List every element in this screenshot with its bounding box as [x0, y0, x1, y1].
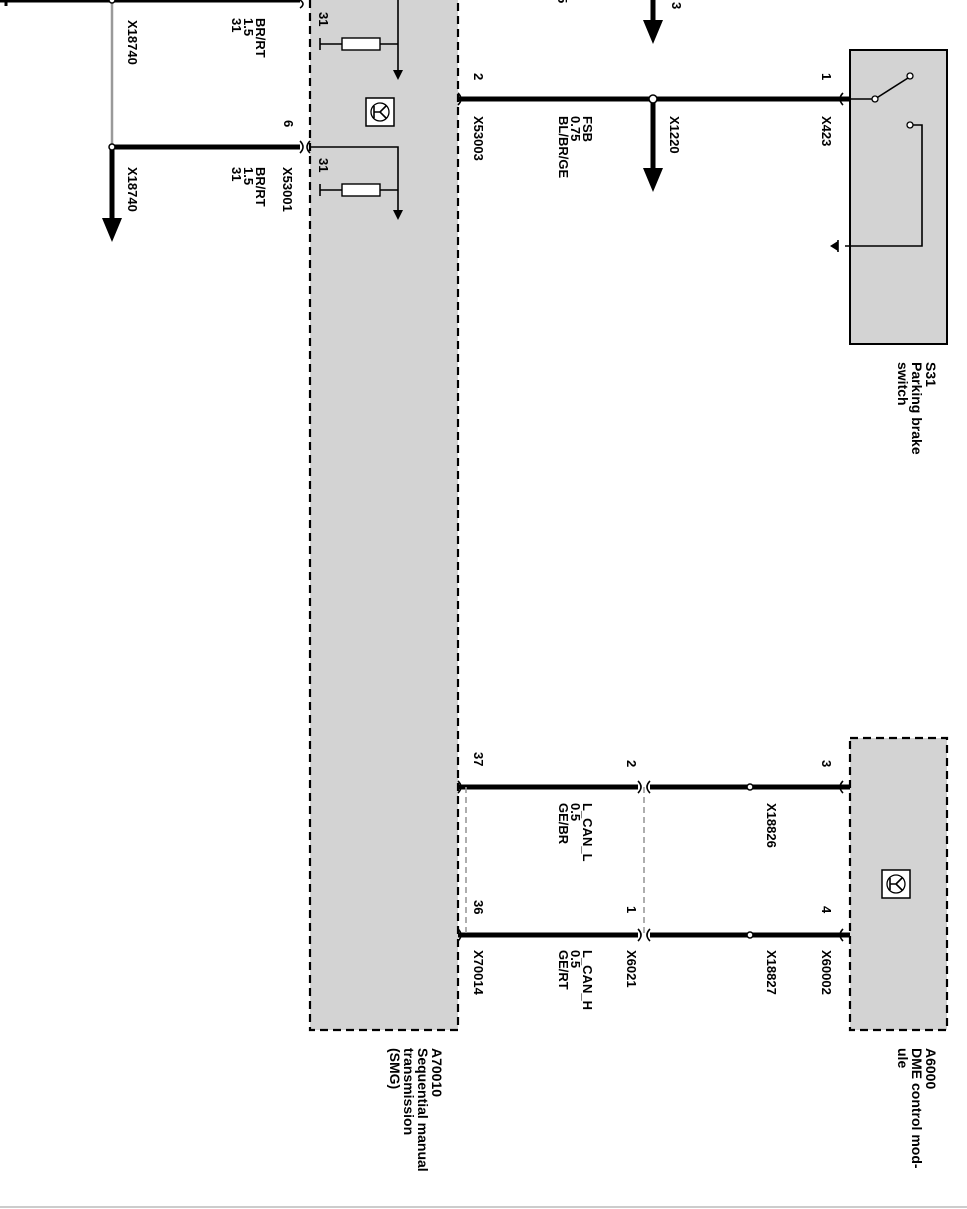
can-h-wire[interactable] [458, 931, 850, 939]
switch-contact-icon [830, 72, 923, 252]
svg-text:Parking brake: Parking brake [909, 362, 925, 455]
smg-pin-31-top: 31 [316, 12, 331, 26]
connector-x423: X423 [819, 116, 834, 146]
dme-module[interactable] [848, 736, 949, 1032]
connector-x60002: X60002 [819, 950, 834, 995]
pin-2-x53003: 2 [471, 73, 486, 80]
pin-36: 36 [471, 900, 486, 914]
svg-text:(SMG): (SMG) [387, 1048, 403, 1089]
top-edge-arrow [643, 0, 663, 44]
pin-1-x6021: 1 [624, 906, 639, 913]
dme-transistor-icon [881, 869, 911, 899]
svg-text:0.5: 0.5 [568, 950, 583, 968]
pin-4-dme: 4 [819, 906, 834, 914]
svg-text:A6000: A6000 [923, 1048, 939, 1089]
pin-6: 6 [281, 120, 296, 127]
smg-resistor-circuit-top [319, 0, 403, 80]
ground-top-label: 31 1.5 BR/RT [229, 18, 268, 58]
smg-resistor-circuit-bottom [310, 146, 403, 220]
edge-fragment-3: 3 [669, 2, 684, 9]
connector-x18740-top: X18740 [125, 20, 140, 65]
svg-text:0.5: 0.5 [568, 803, 583, 821]
fsb-wire[interactable] [458, 94, 850, 192]
smg-pin-31-bottom: 31 [316, 158, 331, 172]
svg-text:GE/RT: GE/RT [556, 950, 571, 990]
fsb-label: FSB 0.75 BL/BR/GE [556, 116, 595, 178]
svg-text:BR/RT: BR/RT [253, 167, 268, 207]
svg-text:DME control mod-: DME control mod- [909, 1048, 925, 1169]
smg-module[interactable] [308, 0, 460, 1032]
connector-x18826: X18826 [764, 803, 779, 848]
can-h-label: L_CAN_H 0.5 GE/RT [556, 950, 595, 1010]
svg-text:BL/BR/GE: BL/BR/GE [556, 116, 571, 178]
ground-down-arrow [102, 218, 122, 242]
svg-text:GE/BR: GE/BR [556, 803, 571, 845]
svg-text:1.5: 1.5 [241, 18, 256, 36]
pin-37: 37 [471, 752, 486, 766]
smg-component-label: A70010 Sequential manual transmission (S… [387, 1048, 445, 1172]
pin-1-x423: 1 [819, 73, 834, 80]
pin-3-dme: 3 [819, 760, 834, 767]
svg-text:S31: S31 [923, 362, 939, 387]
connector-x53003: X53003 [471, 116, 486, 161]
svg-text:switch: switch [895, 362, 911, 406]
ground-bottom-label: 31 1.5 BR/RT [229, 167, 268, 207]
ground-wire-top[interactable] [0, 0, 300, 147]
svg-text:ule: ule [895, 1048, 911, 1068]
svg-text:Sequential manual: Sequential manual [415, 1048, 431, 1172]
svg-text:FSB: FSB [580, 116, 595, 142]
smg-transistor-icon [365, 97, 395, 127]
svg-text:BR/RT: BR/RT [253, 18, 268, 58]
svg-text:1.5: 1.5 [241, 167, 256, 185]
edge-fragment-5: 5 [555, 0, 570, 3]
svg-text:L_CAN_H: L_CAN_H [580, 950, 595, 1010]
connector-x18740-bottom: X18740 [125, 167, 140, 212]
connector-x18827: X18827 [764, 950, 779, 995]
can-twist-indicator [465, 787, 645, 935]
connector-x1220: X1220 [667, 116, 682, 154]
dme-component-label: A6000 DME control mod- ule [895, 1048, 939, 1169]
connector-x70014: X70014 [471, 950, 486, 996]
parking-brake-switch[interactable] [830, 49, 948, 345]
svg-text:0.75: 0.75 [568, 116, 583, 141]
connector-x6021: X6021 [624, 950, 639, 988]
can-l-label: L_CAN_L 0.5 GE/BR [556, 803, 595, 862]
svg-text:31: 31 [229, 18, 244, 32]
svg-text:transmission: transmission [401, 1048, 417, 1135]
svg-text:A70010: A70010 [429, 1048, 445, 1097]
connector-x53001: X53001 [280, 167, 295, 212]
can-l-wire[interactable] [458, 783, 850, 791]
ground-wire-bottom[interactable] [102, 144, 300, 242]
svg-text:L_CAN_L: L_CAN_L [580, 803, 595, 862]
svg-text:31: 31 [229, 167, 244, 181]
s31-component-label: S31 Parking brake switch [895, 362, 939, 455]
pin-2-x6021: 2 [624, 760, 639, 767]
